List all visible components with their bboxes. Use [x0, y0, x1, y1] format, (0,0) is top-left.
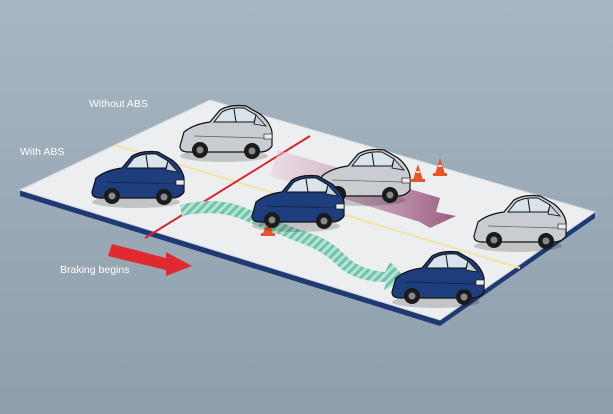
braking-begins-label: Braking begins	[60, 264, 130, 276]
with-abs-path-arrow	[180, 201, 408, 290]
arrow-right-icon	[108, 244, 192, 276]
with-abs-label: With ABS	[20, 146, 65, 158]
without-abs-label: Without ABS	[89, 98, 148, 110]
